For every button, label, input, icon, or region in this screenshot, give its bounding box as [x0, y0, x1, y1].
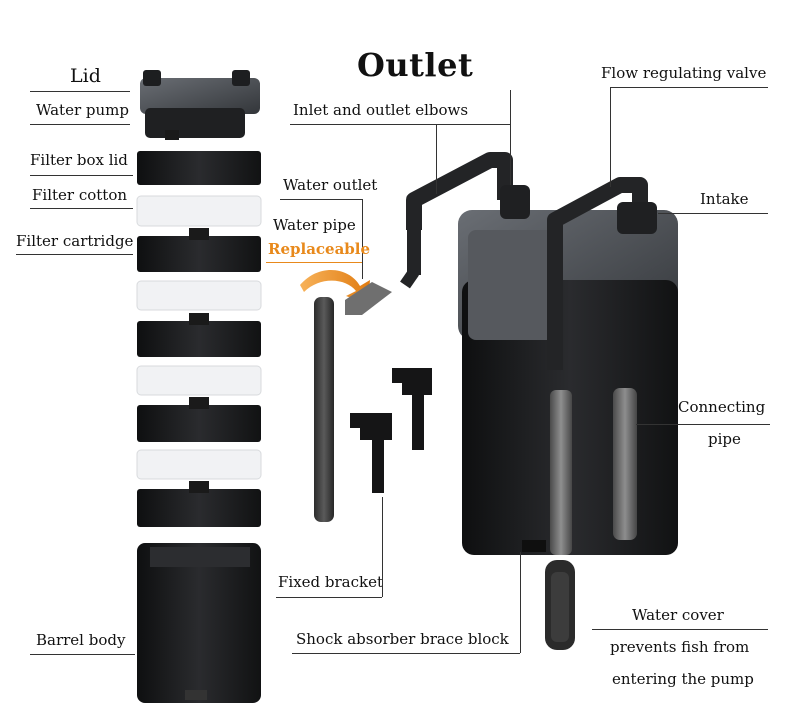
leader-shock-absorber-rise — [520, 552, 521, 653]
filter-cartridge-part-2 — [137, 321, 261, 357]
fixed-bracket-part — [350, 368, 432, 493]
leader-flow-valve — [610, 87, 768, 88]
leader-intake — [658, 213, 768, 214]
leader-barrel-body — [30, 654, 135, 655]
label-water-cover-2: prevents fish from — [610, 638, 750, 656]
label-filter-box-lid: Filter box lid — [30, 151, 128, 169]
label-water-cover-1: Water cover — [632, 606, 724, 624]
leader-water-outlet-drop — [362, 199, 363, 279]
label-shock-absorber: Shock absorber brace block — [296, 630, 509, 648]
leader-lid — [30, 91, 130, 92]
label-water-outlet: Water outlet — [283, 176, 378, 194]
label-replaceable: Replaceable — [268, 240, 371, 258]
label-connecting-pipe-1: Connecting — [678, 398, 766, 416]
label-inlet-outlet-elbows: Inlet and outlet elbows — [293, 101, 469, 119]
leader-flow-valve-drop — [610, 87, 611, 187]
label-intake: Intake — [700, 190, 749, 208]
water-cover-part — [545, 560, 575, 650]
filter-cartridge-part — [137, 236, 261, 272]
leader-elbows — [290, 124, 436, 125]
filter-cotton-part — [136, 195, 262, 227]
label-filter-cotton: Filter cotton — [32, 186, 128, 204]
leader-water-cover — [592, 629, 768, 630]
leader-elbows-right — [436, 124, 510, 125]
filter-assembly — [345, 152, 678, 555]
leader-water-outlet — [280, 199, 362, 200]
leader-filter-cartridge — [16, 254, 133, 255]
label-water-pipe: Water pipe — [273, 216, 356, 234]
leader-fixed-bracket-rise — [382, 497, 383, 597]
filter-cartridge-part-3 — [137, 405, 261, 442]
lid-part — [140, 70, 260, 140]
label-fixed-bracket: Fixed bracket — [278, 573, 384, 591]
filter-cotton-part-4 — [136, 449, 262, 480]
barrel-body-part — [137, 543, 261, 703]
label-filter-cartridge: Filter cartridge — [16, 232, 134, 250]
leader-fixed-bracket — [276, 597, 382, 598]
label-connecting-pipe-2: pipe — [708, 430, 741, 448]
label-lid: Lid — [70, 65, 101, 87]
leader-filter-cotton — [30, 208, 133, 209]
filter-cotton-part-3 — [136, 365, 262, 396]
label-water-cover-3: entering the pump — [612, 670, 754, 688]
leader-water-pump — [30, 124, 130, 125]
filter-cotton-part-2 — [136, 280, 262, 311]
water-pipe-part — [314, 297, 334, 522]
label-barrel-body: Barrel body — [36, 631, 126, 649]
leader-connecting-pipe — [636, 424, 770, 425]
leader-elbows-drop-2 — [510, 90, 511, 185]
filter-cartridge-part-4 — [137, 489, 261, 527]
label-water-pump: Water pump — [36, 101, 129, 119]
leader-filter-box-lid — [30, 175, 133, 176]
label-outlet-title: Outlet — [357, 46, 474, 84]
filter-box-lid-part — [137, 151, 261, 185]
leader-elbows-drop — [436, 124, 437, 194]
label-flow-valve: Flow regulating valve — [601, 64, 767, 82]
leader-shock-absorber — [292, 653, 520, 654]
leader-replaceable — [266, 262, 362, 263]
